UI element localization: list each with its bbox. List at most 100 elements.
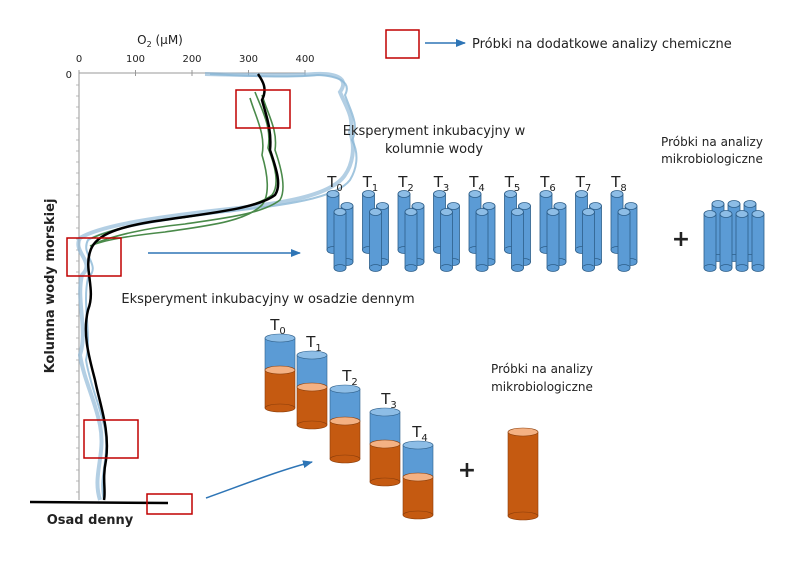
water-tube-middle: [440, 208, 453, 272]
profile-replicates-blue-2: [84, 73, 358, 501]
oxygen-profile-curves: [76, 71, 358, 501]
sediment-core: [264, 333, 296, 413]
cylinder-top: [440, 208, 453, 216]
core-sediment-surface: [402, 472, 434, 482]
profile-replicates-blue: [76, 71, 355, 501]
cylinder-base-fill: [398, 248, 410, 251]
sediment-experiment: Eksperyment inkubacyjny w osadzie dennym…: [121, 292, 593, 521]
core-top: [329, 384, 361, 394]
timepoint-letter: T: [397, 173, 408, 191]
cylinder-base-fill: [712, 256, 724, 259]
water-column-experiment: Eksperyment inkubacyjny w kolumnie wody …: [326, 124, 765, 272]
cylinder-top: [711, 200, 725, 208]
water-micro-tube: [719, 210, 733, 272]
core-base: [369, 477, 401, 487]
water-timepoint-label: T7: [575, 173, 592, 194]
timepoint-letter: T: [504, 173, 515, 191]
timepoint-letter: T: [341, 367, 352, 385]
x-tick-label: 0: [76, 54, 82, 65]
cylinder-top: [719, 210, 733, 218]
timepoint-subscript: 4: [478, 183, 484, 194]
cylinder-top: [447, 202, 460, 210]
timepoint-subscript: 0: [279, 326, 285, 337]
sampling-box-surface: [235, 89, 291, 129]
cylinder-body: [475, 211, 489, 269]
cylinder-top: [582, 208, 595, 216]
timepoint-subscript: 0: [336, 183, 342, 194]
cylinder-body: [582, 211, 595, 269]
cylinder-top: [326, 190, 340, 198]
cylinder-body: [440, 211, 453, 269]
sediment-core: [402, 440, 434, 520]
water-micro-label-line1: Próbki na analizy: [661, 135, 763, 149]
cylinder-top: [751, 210, 765, 218]
cylinder-body: [511, 211, 524, 269]
sediment-core: [369, 407, 401, 487]
cylinder-top: [575, 190, 588, 198]
core-sediment-layer: [296, 386, 328, 426]
water-micro-tube: [735, 210, 749, 272]
cylinder-base-fill: [576, 248, 587, 251]
timepoint-letter: T: [380, 390, 391, 408]
timepoint-letter: T: [362, 173, 373, 191]
water-timepoint-label: T6: [539, 173, 556, 194]
cylinder-base-fill: [554, 260, 566, 263]
cylinder-top: [727, 200, 741, 208]
cylinder-base-fill: [720, 266, 732, 269]
cylinder-base-fill: [341, 260, 353, 263]
cylinder-top: [743, 200, 757, 208]
water-tube-middle: [404, 208, 418, 272]
cylinder-top: [735, 210, 749, 218]
cylinder-base-fill: [611, 248, 623, 251]
water-plus-sign: +: [672, 227, 690, 252]
cylinder-top: [362, 190, 375, 198]
core-top: [296, 350, 328, 360]
x-tick-label: 300: [239, 54, 258, 65]
cylinder-base-fill: [448, 260, 459, 263]
timepoint-subscript: 2: [351, 377, 357, 388]
timepoint-subscript: 8: [620, 183, 626, 194]
cylinder-base-fill: [752, 266, 764, 269]
core-base: [329, 454, 361, 464]
cylinder-body: [751, 213, 765, 269]
cylinder-top: [333, 208, 347, 216]
core-water-layer: [369, 411, 401, 445]
cylinder-body: [369, 211, 382, 269]
core-base: [264, 403, 296, 413]
cylinder-base-fill: [540, 248, 552, 251]
water-tube-middle: [617, 208, 631, 272]
x-tick-label: 400: [295, 54, 314, 65]
micro-core-base: [507, 511, 539, 521]
cylinder-base-fill: [412, 260, 424, 263]
core-sediment-surface: [264, 365, 296, 375]
cylinder-top: [511, 208, 524, 216]
x-axis-title: O2 (µM): [137, 33, 183, 49]
y-axis-start-label: 0: [66, 70, 72, 81]
core-water-layer: [296, 354, 328, 388]
core-water-layer: [264, 337, 296, 371]
cylinder-top: [546, 208, 560, 216]
legend-red-box-swatch: [385, 29, 420, 59]
x-axis-title-subscript: 2: [147, 40, 152, 49]
cylinder-top: [433, 190, 446, 198]
cylinder-top: [518, 202, 531, 210]
water-micro-tube: [751, 210, 765, 272]
sediment-core: [296, 350, 328, 430]
cylinder-base-fill: [363, 248, 374, 251]
timepoint-subscript: 6: [549, 183, 555, 194]
cylinder-base-fill: [547, 266, 559, 269]
sampling-box-oxycline: [66, 237, 122, 277]
cylinder-base-fill: [505, 248, 516, 251]
core-sediment-layer: [369, 443, 401, 483]
water-timepoint-label: T3: [433, 173, 450, 194]
cylinder-base-fill: [512, 266, 523, 269]
cylinder-top: [617, 208, 631, 216]
timepoint-subscript: 5: [514, 183, 520, 194]
cylinder-body: [617, 211, 631, 269]
sediment-plus-sign: +: [458, 458, 476, 483]
water-tube-middle: [546, 208, 560, 272]
cylinder-body: [719, 213, 733, 269]
cylinder-base-fill: [434, 248, 445, 251]
